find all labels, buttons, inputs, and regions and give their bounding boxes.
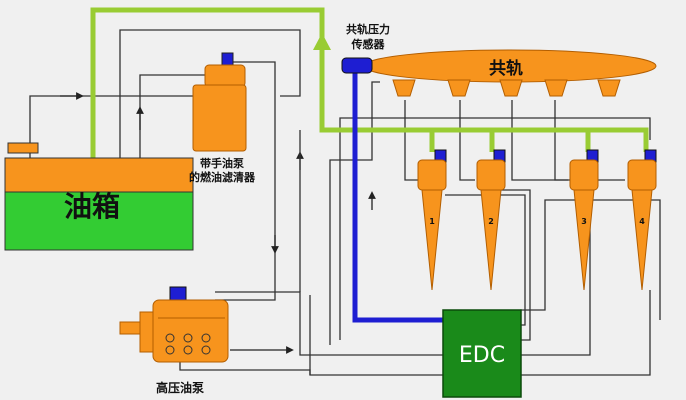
- filter-to-pump-line: [215, 61, 276, 301]
- sensor-label-line2: 传感器: [351, 37, 386, 51]
- sensor-signal-line: [352, 72, 445, 323]
- flow-arrow-icon: [313, 33, 331, 50]
- hp-line-to-rail: [329, 81, 380, 345]
- tank-to-filter-line: [139, 74, 205, 163]
- filter-loop-line: [119, 29, 301, 163]
- injector-3: 3: [569, 149, 599, 291]
- injector-number: 1: [429, 217, 435, 226]
- sensor-label-line1: 共轨压力: [346, 22, 390, 36]
- low-pressure-line: [90, 7, 649, 170]
- pump-return-line: [215, 291, 445, 356]
- injector-2: 2: [476, 149, 506, 291]
- injector-number: 2: [488, 217, 494, 226]
- injector-1: 1: [417, 149, 447, 291]
- filter-label-line1: 带手油泵: [200, 156, 244, 170]
- injector-number: 3: [581, 217, 587, 226]
- high-pressure-pump: 高压油泵: [119, 286, 229, 395]
- common-rail: 共轨: [363, 49, 657, 97]
- tank-label: 油箱: [64, 190, 120, 223]
- edc-unit: EDC: [442, 309, 522, 398]
- injector-4: 4: [627, 149, 657, 291]
- rail-label: 共轨: [489, 58, 523, 79]
- fuel-tank: 油箱: [4, 142, 194, 251]
- fuel-filter: 带手油泵 的燃油滤清器: [189, 52, 256, 184]
- rail-pressure-sensor: 共轨压力 传感器: [341, 22, 390, 74]
- filter-label-line2: 的燃油滤清器: [189, 170, 256, 184]
- edc-label: EDC: [459, 343, 505, 368]
- pump-label: 高压油泵: [156, 380, 204, 395]
- injector-number: 4: [639, 217, 645, 226]
